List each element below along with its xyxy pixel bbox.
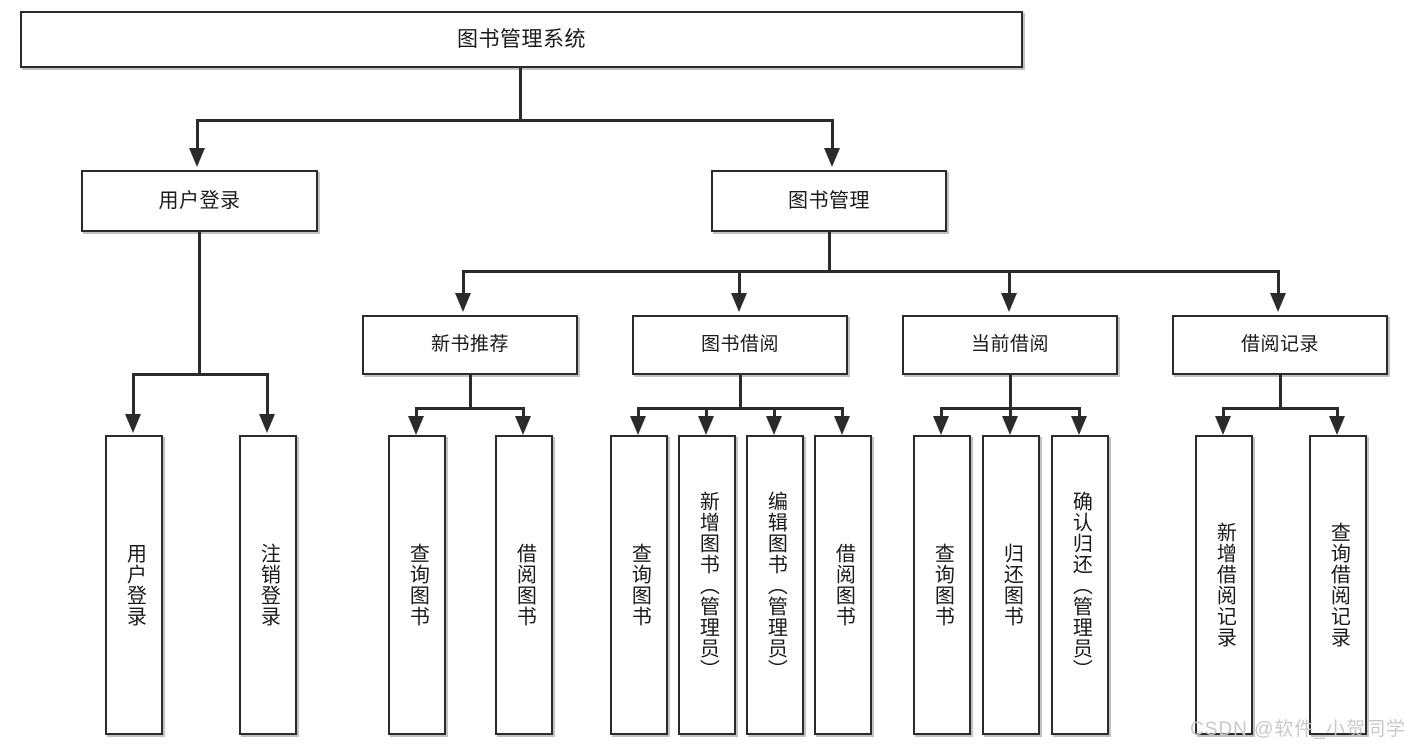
node-label: 图书借阅: [700, 334, 779, 356]
edge-new-book-recommend-bus: [415, 407, 525, 410]
edge-borrow-record-bus: [1222, 407, 1339, 410]
edge-drop-leaf-borrow-book-1: [522, 407, 525, 417]
edge-drop-leaf-query-book-1: [415, 407, 418, 417]
node-label: 新书推荐: [430, 334, 509, 356]
node-label: 归还图书: [1000, 543, 1023, 627]
edge-level2-bus: [196, 119, 834, 122]
arrow-leaf-logout: [259, 414, 275, 433]
edge-drop-leaf-edit-book: [773, 407, 776, 417]
node-leaf-logout[interactable]: 注销登录: [239, 435, 297, 735]
node-label: 用户登录: [123, 543, 146, 627]
edge-drop-current-borrow: [1008, 270, 1011, 294]
node-label: 借阅图书: [513, 543, 536, 627]
edge-drop-leaf-query-record: [1336, 407, 1339, 417]
arrow-leaf-query-book-2: [630, 416, 646, 435]
arrow-leaf-add-book: [698, 416, 714, 435]
edge-drop-leaf-add-book: [705, 407, 708, 417]
node-label: 查询图书: [628, 543, 651, 627]
arrow-leaf-query-record: [1329, 416, 1345, 435]
node-leaf-add-record[interactable]: 新增借阅记录: [1195, 435, 1253, 735]
node-new-book-recommend[interactable]: 新书推荐: [362, 315, 578, 375]
edge-book-borrow-bus: [637, 407, 844, 410]
edge-drop-book-borrow: [738, 270, 741, 294]
edge-drop-leaf-return-book: [1009, 407, 1012, 417]
arrow-leaf-borrow-book-1: [515, 416, 531, 435]
node-label: 查询图书: [406, 543, 429, 627]
node-label: 编辑图书（管理员）: [764, 490, 787, 680]
node-leaf-query-book-2[interactable]: 查询图书: [610, 435, 668, 735]
edge-book-borrow-stem: [739, 375, 742, 408]
edge-book-management-stem: [828, 232, 831, 271]
arrow-book-management: [824, 148, 840, 167]
arrow-leaf-user-login: [125, 414, 141, 433]
node-label: 图书管理系统: [457, 27, 586, 51]
arrow-borrow-record: [1270, 293, 1286, 312]
node-label: 注销登录: [257, 543, 280, 627]
node-leaf-borrow-book-2[interactable]: 借阅图书: [814, 435, 872, 735]
node-leaf-query-book-3[interactable]: 查询图书: [913, 435, 971, 735]
edge-drop-leaf-query-book-3: [940, 407, 943, 417]
edge-user-login-bus: [132, 373, 268, 376]
edge-drop-leaf-add-record: [1222, 407, 1225, 417]
edge-drop-new-book-recommend: [462, 270, 465, 294]
arrow-leaf-return-book: [1002, 416, 1018, 435]
node-leaf-user-login[interactable]: 用户登录: [105, 435, 163, 735]
node-book-borrow[interactable]: 图书借阅: [632, 315, 848, 375]
arrow-new-book-recommend: [455, 293, 471, 312]
edge-borrow-record-stem: [1279, 375, 1282, 408]
edge-drop-book-management: [831, 119, 834, 149]
edge-new-book-recommend-stem: [469, 375, 472, 408]
edge-drop-user-login: [196, 119, 199, 149]
node-label: 新增图书（管理员）: [696, 490, 719, 680]
csdn-watermark: CSDN @软件_小贺同学: [1190, 719, 1405, 740]
node-root-system[interactable]: 图书管理系统: [20, 11, 1023, 68]
edge-drop-leaf-confirm-return: [1078, 407, 1081, 417]
node-leaf-return-book[interactable]: 归还图书: [982, 435, 1040, 735]
edge-drop-leaf-borrow-book-2: [841, 407, 844, 417]
arrow-leaf-query-book-1: [408, 416, 424, 435]
node-leaf-confirm-return[interactable]: 确认归还（管理员）: [1051, 435, 1109, 735]
node-label: 用户登录: [158, 189, 241, 212]
edge-drop-leaf-query-book-2: [637, 407, 640, 417]
node-current-borrow[interactable]: 当前借阅: [902, 315, 1118, 375]
node-label: 查询图书: [931, 543, 954, 627]
node-user-login[interactable]: 用户登录: [81, 170, 318, 232]
node-leaf-add-book[interactable]: 新增图书（管理员）: [678, 435, 736, 735]
edge-user-login-stem: [198, 232, 201, 374]
edge-drop-borrow-record: [1277, 270, 1280, 294]
arrow-leaf-confirm-return: [1071, 416, 1087, 435]
node-book-management[interactable]: 图书管理: [711, 170, 947, 232]
node-leaf-query-record[interactable]: 查询借阅记录: [1309, 435, 1367, 735]
edge-drop-leaf-user-login: [132, 373, 135, 415]
arrow-leaf-borrow-book-2: [834, 416, 850, 435]
node-label: 确认归还（管理员）: [1069, 490, 1092, 680]
node-label: 查询借阅记录: [1327, 522, 1350, 648]
node-label: 借阅图书: [832, 543, 855, 627]
node-leaf-borrow-book-1[interactable]: 借阅图书: [495, 435, 553, 735]
arrow-leaf-query-book-3: [933, 416, 949, 435]
edge-drop-leaf-logout: [266, 373, 269, 415]
node-label: 借阅记录: [1240, 334, 1319, 356]
arrow-book-borrow: [731, 293, 747, 312]
arrow-leaf-add-record: [1215, 416, 1231, 435]
node-label: 新增借阅记录: [1213, 522, 1236, 648]
edge-current-borrow-stem: [1009, 375, 1012, 408]
arrow-leaf-edit-book: [766, 416, 782, 435]
node-leaf-edit-book[interactable]: 编辑图书（管理员）: [746, 435, 804, 735]
arrow-current-borrow: [1001, 293, 1017, 312]
arrow-user-login: [189, 148, 205, 167]
node-leaf-query-book-1[interactable]: 查询图书: [388, 435, 446, 735]
node-label: 图书管理: [788, 189, 870, 212]
edge-root-stem: [519, 68, 522, 120]
edge-level3-bus: [462, 270, 1280, 273]
node-label: 当前借阅: [970, 334, 1049, 356]
node-borrow-record[interactable]: 借阅记录: [1172, 315, 1388, 375]
